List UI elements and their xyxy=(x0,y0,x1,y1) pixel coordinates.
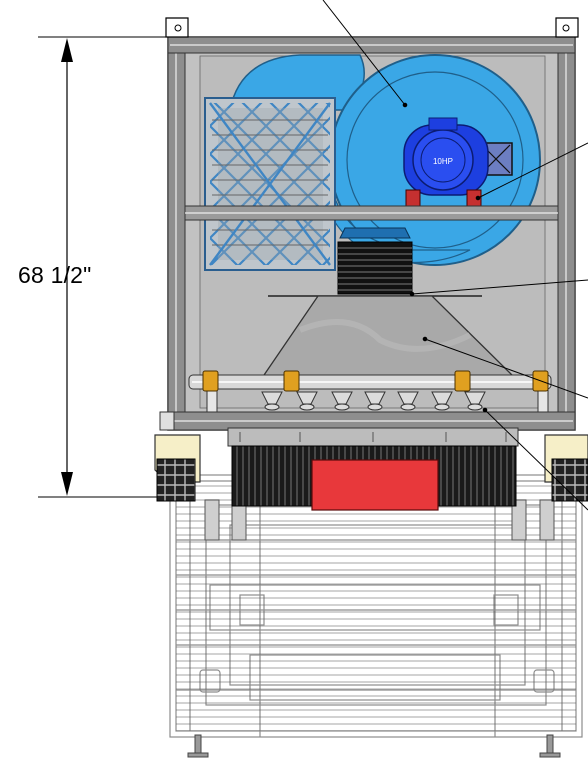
flex-duct xyxy=(268,227,482,297)
motor xyxy=(403,117,513,208)
bottom-rail xyxy=(167,411,576,431)
filter-panel xyxy=(204,97,336,271)
hood xyxy=(260,295,517,379)
mount-block-left xyxy=(154,411,201,502)
height-dimension-label: 68 1/2" xyxy=(18,262,92,288)
dimension-arrow-icon xyxy=(61,472,73,496)
mid-rail xyxy=(184,205,559,221)
height-dimension xyxy=(38,36,172,498)
lifting-lug-icon xyxy=(165,17,189,38)
callout-leader-icon xyxy=(322,0,408,108)
dimension-arrow-icon xyxy=(61,38,73,62)
callout-leader-icon xyxy=(475,142,588,201)
heater-module xyxy=(227,427,519,511)
leveling-feet xyxy=(187,734,561,758)
mount-block-right xyxy=(544,434,588,502)
cart-brackets xyxy=(204,499,555,541)
callout-leader-icon xyxy=(409,279,588,297)
motor-rating-label: 10HP xyxy=(433,157,453,166)
callout-leaders xyxy=(322,0,588,511)
heater-element xyxy=(311,459,439,511)
callout-leader-icon xyxy=(422,336,588,399)
lifting-lug-icon xyxy=(555,17,579,38)
callout-leader-icon xyxy=(482,407,588,511)
nozzle-row xyxy=(261,391,486,411)
